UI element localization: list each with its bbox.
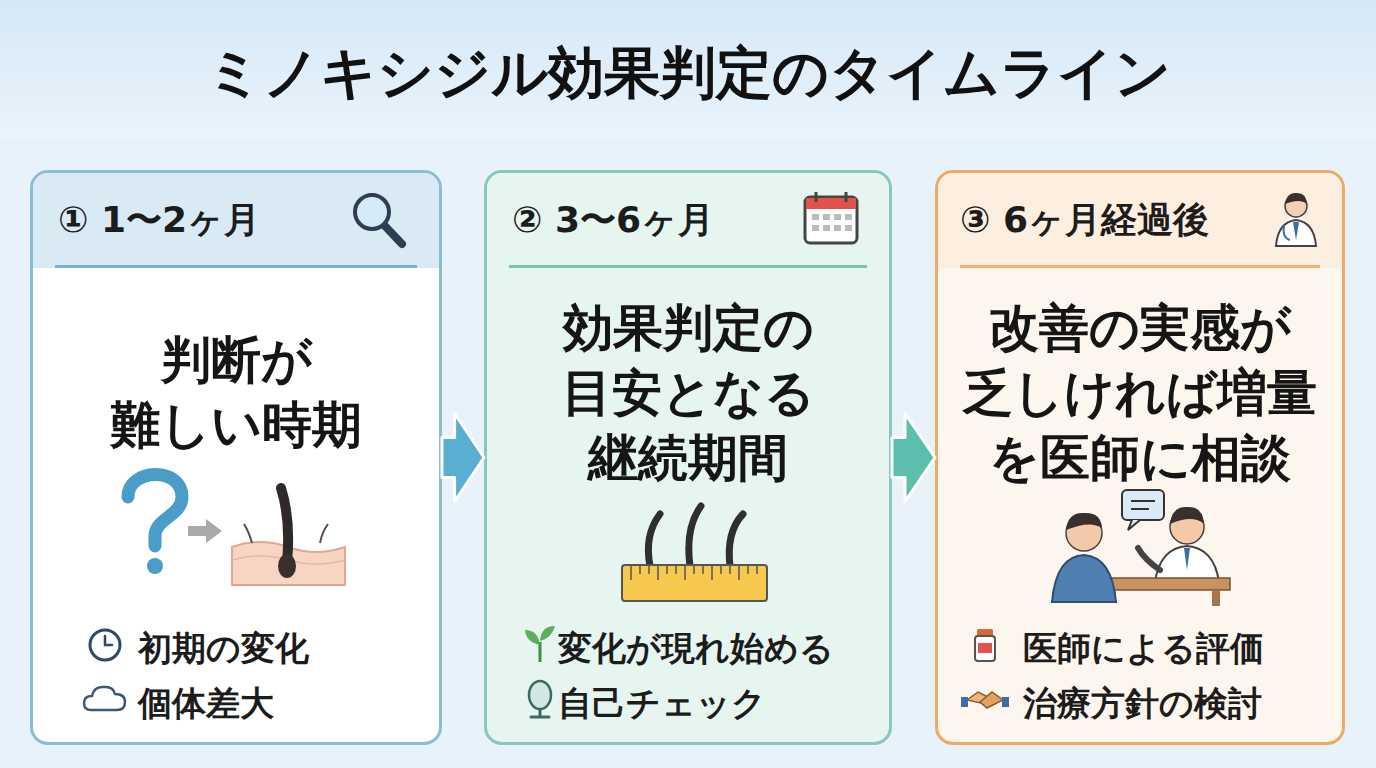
bullet-point: 自己チェック [558, 680, 766, 726]
hair-bulb [278, 554, 296, 578]
medicine-bottle-icon [975, 629, 995, 661]
calendar-body [805, 197, 857, 243]
ruler [622, 565, 767, 601]
speech-bubble [1122, 490, 1164, 520]
doctor-hair [1285, 193, 1307, 204]
calendar-top [806, 198, 856, 209]
calendar-grid [812, 214, 852, 231]
cloud-icon [84, 687, 125, 710]
patient-body [1052, 555, 1116, 602]
ruler-ticks [631, 566, 757, 580]
phase-description: 効果判定の 目安となる 継続期間 [498, 296, 878, 491]
fine-hair [244, 524, 328, 543]
speech-line [1131, 508, 1149, 510]
calendar-ring [815, 192, 818, 202]
card-body: 効果判定の 目安となる 継続期間 [487, 283, 889, 503]
skin [232, 542, 345, 585]
small-arrow-head [206, 519, 222, 543]
phase-card: ① 1〜2ヶ月判断が 難しい時期初期の変化個体差大 [30, 170, 442, 745]
calendar-icon [805, 192, 857, 243]
doctor-hair [1170, 507, 1204, 524]
speech-tail [1128, 520, 1140, 530]
speech-line [1131, 500, 1155, 502]
bullet-point: 変化が現れ始める [558, 625, 834, 671]
desk-leg [1212, 590, 1220, 606]
doctor-coat [1276, 220, 1316, 246]
doctor-tie [1184, 548, 1190, 570]
hair-strand [689, 506, 701, 566]
calendar-ring [845, 192, 848, 202]
card-body: 判断が 難しい時期 [33, 283, 439, 503]
question-dot [147, 558, 163, 574]
stethoscope [1284, 225, 1290, 240]
small-arrow [188, 526, 206, 536]
title: ミノキシジル効果判定のタイムライン [0, 38, 1376, 108]
doctor-icon [1276, 193, 1316, 246]
mirror-icon [529, 681, 551, 717]
card-header: ① 1〜2ヶ月 [33, 173, 439, 268]
magnifier-handle [384, 225, 402, 244]
patient-head [1066, 515, 1102, 551]
bullet-point: 医師による評価 [1023, 625, 1264, 671]
doctor-head [1285, 195, 1307, 217]
clock-icon [90, 630, 120, 660]
hair-follicle-illustration [232, 488, 345, 585]
handshake-icon [961, 692, 1009, 708]
skin-layer [232, 556, 345, 564]
hair-strand [729, 514, 743, 566]
bullet-point: 治療方針の検討 [1023, 680, 1262, 726]
hair-shaft [281, 488, 288, 562]
doctor-arm [1138, 548, 1160, 570]
ruler-illustration [622, 506, 767, 601]
flow-arrow [442, 414, 484, 502]
patient-hair [1066, 513, 1102, 530]
bullet-point: 個体差大 [138, 680, 274, 726]
card-header: ③ 6ヶ月経過後 [938, 173, 1342, 268]
header-rule [55, 265, 417, 268]
bullet-point: 初期の変化 [138, 625, 309, 671]
phase-card: ③ 6ヶ月経過後改善の実感が 乏しければ増量 を医師に相談医師による評価治療方針… [935, 170, 1345, 745]
flow-arrow [892, 414, 935, 502]
consultation-illustration [1052, 490, 1230, 606]
doctor-head [1170, 510, 1204, 544]
phase-period: ① 1〜2ヶ月 [58, 197, 260, 243]
question-illustration [128, 474, 222, 574]
phase-period: ② 3〜6ヶ月 [512, 197, 714, 243]
card-body: 改善の実感が 乏しければ増量 を医師に相談 [938, 283, 1342, 503]
hair-strand [648, 514, 660, 566]
phase-period: ③ 6ヶ月経過後 [960, 197, 1209, 243]
phase-description: 判断が 難しい時期 [46, 328, 426, 458]
magnifier-lens [355, 195, 389, 229]
phase-description: 改善の実感が 乏しければ増量 を医師に相談 [950, 296, 1330, 491]
question-mark [128, 474, 182, 546]
doctor-tie [1293, 222, 1299, 240]
magnifier-icon [355, 195, 402, 244]
header-rule [509, 265, 867, 268]
card-header: ② 3〜6ヶ月 [487, 173, 889, 268]
header-rule [960, 265, 1320, 268]
doctor-coat [1155, 546, 1219, 582]
phase-card: ② 3〜6ヶ月効果判定の 目安となる 継続期間変化が現れ始める自己チェック [484, 170, 892, 745]
sprout-icon [525, 626, 555, 662]
desk [1108, 578, 1230, 590]
